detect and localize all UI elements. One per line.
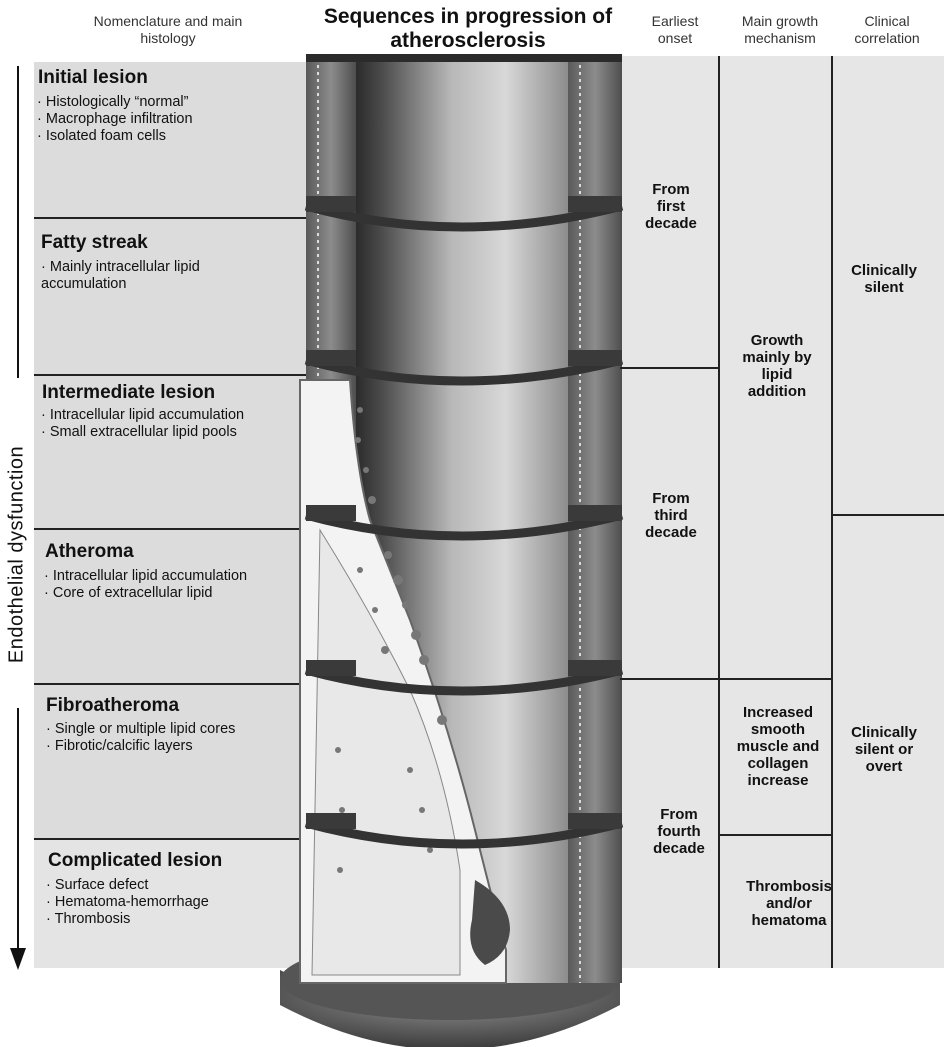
bullet-item: Intracellular lipid accumulation <box>41 407 244 424</box>
clinical-silent: Clinically silent <box>843 262 925 296</box>
header-clinical: Clinical correlation <box>842 13 932 47</box>
bullet-item: Small extracellular lipid pools <box>41 424 244 441</box>
stage-bullets-complicated: Surface defect Hematoma-hemorrhage Throm… <box>46 877 209 928</box>
axis-arrow-head-icon <box>10 948 26 970</box>
column-divider <box>831 56 833 968</box>
bullet-item: Isolated foam cells <box>37 128 193 145</box>
onset-third-decade: From third decade <box>638 490 704 541</box>
header-onset: Earliest onset <box>640 13 710 47</box>
axis-label: Endothelial dysfunction <box>6 390 29 720</box>
header-mechanism: Main growth mechanism <box>722 13 838 47</box>
bullet-item: Macrophage infiltration <box>37 111 193 128</box>
header-nomenclature: Nomenclature and main histology <box>88 13 248 47</box>
bullet-item: Surface defect <box>46 877 209 894</box>
row-divider-clinical <box>831 514 944 516</box>
stage-bullets-intermediate: Intracellular lipid accumulation Small e… <box>41 407 244 441</box>
stage-bullets-fatty: · Mainly intracellular lipid accumulatio… <box>41 259 200 293</box>
mechanism-thrombosis: Thrombosis and/or hematoma <box>732 878 846 929</box>
header-sequences: Sequences in progression of atherosclero… <box>313 5 623 53</box>
bullet-item: Single or multiple lipid cores <box>46 721 235 738</box>
stage-title-fatty: Fatty streak <box>41 232 148 254</box>
onset-fourth-decade: From fourth decade <box>640 806 718 857</box>
bullet-item: Core of extracellular lipid <box>44 585 247 602</box>
stage-bullets-initial: Histologically “normal” Macrophage infil… <box>37 94 193 145</box>
column-divider <box>718 56 720 968</box>
onset-first-decade: From first decade <box>638 181 704 232</box>
bullet-item: Histologically “normal” <box>37 94 193 111</box>
bullet-item: Thrombosis <box>46 911 209 928</box>
stage-bullets-fibroatheroma: Single or multiple lipid cores Fibrotic/… <box>46 721 235 755</box>
artery-top-rim <box>306 54 622 62</box>
artery-illustration <box>260 50 640 1047</box>
bullet-item: · Mainly intracellular lipid <box>41 259 200 276</box>
stage-title-intermediate: Intermediate lesion <box>42 382 215 404</box>
mechanism-smooth-muscle: Increased smooth muscle and collagen inc… <box>730 704 826 789</box>
bullet-item: Hematoma-hemorrhage <box>46 894 209 911</box>
stage-title-atheroma: Atheroma <box>45 541 134 563</box>
stage-title-complicated: Complicated lesion <box>48 850 222 872</box>
bullet-item: Fibrotic/calcific layers <box>46 738 235 755</box>
stage-title-initial: Initial lesion <box>38 67 148 89</box>
bullet-item: accumulation <box>41 276 200 293</box>
row-divider-onset <box>620 367 720 369</box>
stage-title-fibroatheroma: Fibroatheroma <box>46 695 179 717</box>
clinical-silent-or-overt: Clinically silent or overt <box>843 724 925 775</box>
mechanism-lipid-addition: Growth mainly by lipid addition <box>738 332 816 400</box>
row-divider-mechanism <box>718 834 833 836</box>
row-divider-onset <box>620 678 833 680</box>
stage-bullets-atheroma: Intracellular lipid accumulation Core of… <box>44 568 247 602</box>
bullet-item: Intracellular lipid accumulation <box>44 568 247 585</box>
